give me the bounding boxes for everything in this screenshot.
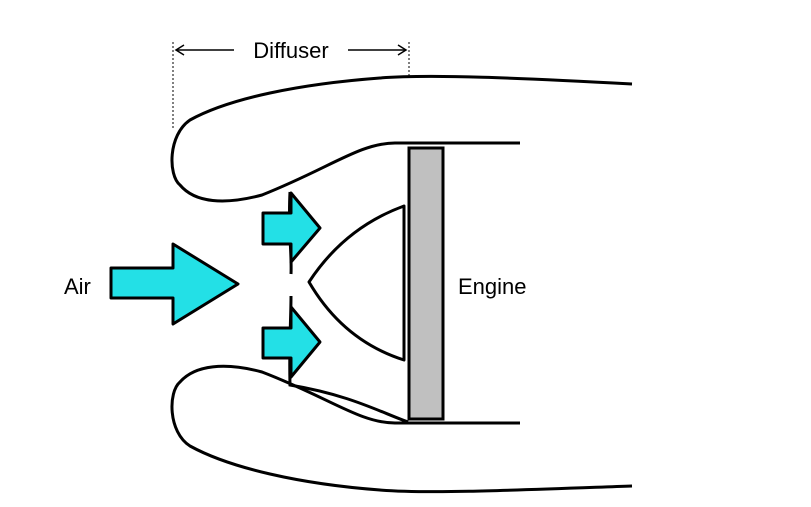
air-label: Air [64,274,91,299]
engine-face [407,146,445,421]
upper-flow-arrow [261,191,322,264]
upper-nacelle [170,74,633,203]
air-inflow-arrow [109,242,240,326]
diffuser-label: Diffuser [253,38,328,63]
engine-label: Engine [458,274,527,299]
diffuser-dimension [172,42,410,130]
lower-flow-arrow [261,305,322,379]
diffuser-left-arrowhead [174,44,185,56]
center-body [307,204,406,362]
lower-nacelle [170,364,633,494]
diffuser-right-arrowhead [397,44,408,56]
